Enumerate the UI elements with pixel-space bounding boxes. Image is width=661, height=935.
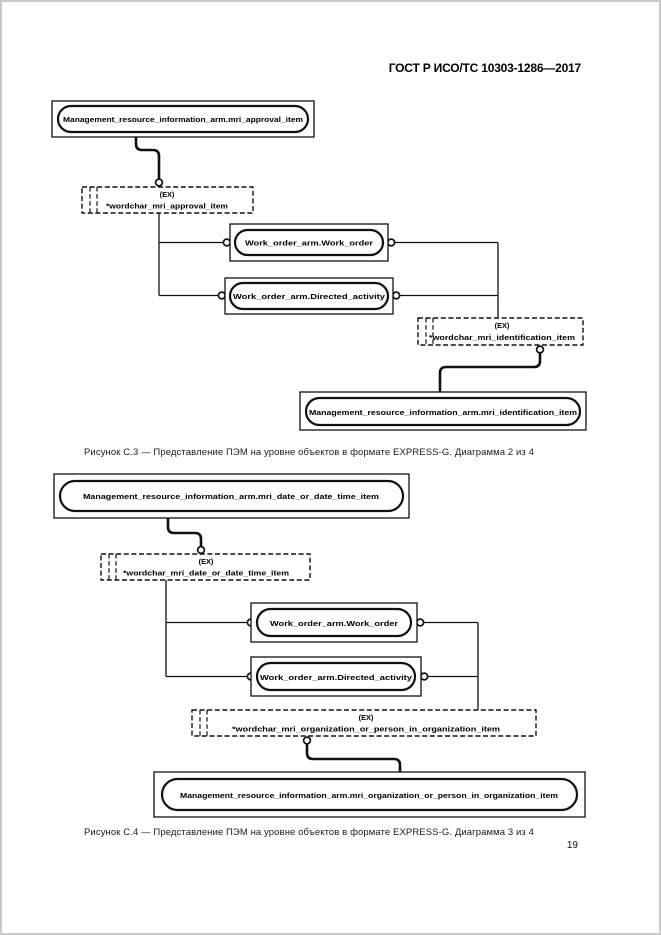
entity-oval bbox=[233, 228, 385, 257]
select-label: *wordchar_mri_identification_item bbox=[429, 333, 576, 342]
figure-caption-c3: Рисунок С.3 — Представление ПЭМ на уровн… bbox=[84, 447, 534, 458]
select-wordchar-mri-date-or-date-time-item: (EX) *wordchar_mri_date_or_date_time_ite… bbox=[100, 553, 311, 581]
select-dashed-rect bbox=[191, 709, 537, 737]
entity-oval bbox=[255, 607, 413, 638]
connector-dot bbox=[217, 291, 227, 300]
entity-oval bbox=[160, 777, 579, 812]
entity-oval bbox=[255, 661, 417, 692]
entity-oval bbox=[304, 396, 582, 427]
entity-label: Work_order_arm.Directed_activity bbox=[233, 292, 386, 301]
connector-date-to-select bbox=[166, 518, 203, 547]
connector-select-to-org-item bbox=[305, 744, 402, 772]
connector-dot bbox=[302, 736, 312, 745]
entity-work-order: Work_order_arm.Work_order bbox=[246, 602, 425, 643]
entity-mri-date-or-date-time-item: Management_resource_information_arm.mri_… bbox=[53, 473, 410, 519]
connector-dot bbox=[415, 618, 425, 627]
connector-dot bbox=[222, 238, 232, 247]
entity-label: Work_order_arm.Work_order bbox=[245, 239, 373, 248]
select-tag: (EX) bbox=[199, 557, 214, 566]
select-label: *wordchar_mri_approval_item bbox=[106, 202, 228, 211]
select-tag: (EX) bbox=[160, 190, 175, 199]
connector-dot bbox=[196, 545, 206, 555]
figure-caption-c4: Рисунок С.4 — Представление ПЭМ на уровн… bbox=[84, 827, 534, 838]
select-tag: (EX) bbox=[359, 713, 374, 722]
diagram-c4: Management_resource_information_arm.mri_… bbox=[53, 473, 586, 818]
entity-label: Management_resource_information_arm.mri_… bbox=[180, 791, 558, 800]
entity-oval bbox=[58, 479, 405, 513]
entity-work-order: Work_order_arm.Work_order bbox=[222, 223, 396, 262]
entity-label: Management_resource_information_arm.mri_… bbox=[309, 408, 578, 417]
entity-oval bbox=[56, 104, 310, 134]
connector-dot bbox=[154, 178, 164, 187]
page-number: 19 bbox=[566, 840, 578, 851]
entity-mri-identification-item: Management_resource_information_arm.mri_… bbox=[299, 391, 587, 431]
entity-directed-activity: Work_order_arm.Directed_activity bbox=[246, 656, 429, 697]
entity-mri-org-or-person-item: Management_resource_information_arm.mri_… bbox=[153, 771, 586, 818]
entity-label: Work_order_arm.Work_order bbox=[270, 619, 398, 628]
select-label: *wordchar_mri_organization_or_person_in_… bbox=[232, 725, 501, 734]
entity-label: Management_resource_information_arm.mri_… bbox=[63, 115, 303, 124]
select-label: *wordchar_mri_date_or_date_time_item bbox=[123, 569, 290, 578]
select-dashed-rect bbox=[81, 186, 254, 214]
select-dashed-rect bbox=[417, 317, 584, 346]
select-tag: (EX) bbox=[495, 321, 510, 330]
entity-directed-activity: Work_order_arm.Directed_activity bbox=[217, 277, 401, 315]
diagram-c3: Management_resource_information_arm.mri_… bbox=[51, 100, 587, 431]
document-header: ГОСТ Р ИСО/ТС 10303-1286—2017 bbox=[388, 61, 581, 75]
select-wordchar-mri-org-item: (EX) *wordchar_mri_organization_or_perso… bbox=[191, 709, 537, 737]
connector-dot bbox=[535, 345, 545, 354]
entity-label: Management_resource_information_arm.mri_… bbox=[83, 492, 380, 501]
connector-dot bbox=[386, 238, 396, 247]
connector-select-to-identification bbox=[438, 353, 542, 392]
entity-oval bbox=[228, 281, 390, 311]
select-wordchar-mri-approval-item: (EX) *wordchar_mri_approval_item bbox=[81, 186, 254, 214]
select-wordchar-mri-identification-item: (EX) *wordchar_mri_identification_item bbox=[417, 317, 584, 346]
connector-approval-to-select bbox=[134, 137, 161, 179]
select-dashed-rect bbox=[100, 553, 311, 581]
connector-dot bbox=[391, 291, 401, 300]
connector-dot bbox=[419, 672, 429, 681]
entity-label: Work_order_arm.Directed_activity bbox=[260, 673, 413, 682]
entity-mri-approval-item: Management_resource_information_arm.mri_… bbox=[51, 100, 315, 138]
